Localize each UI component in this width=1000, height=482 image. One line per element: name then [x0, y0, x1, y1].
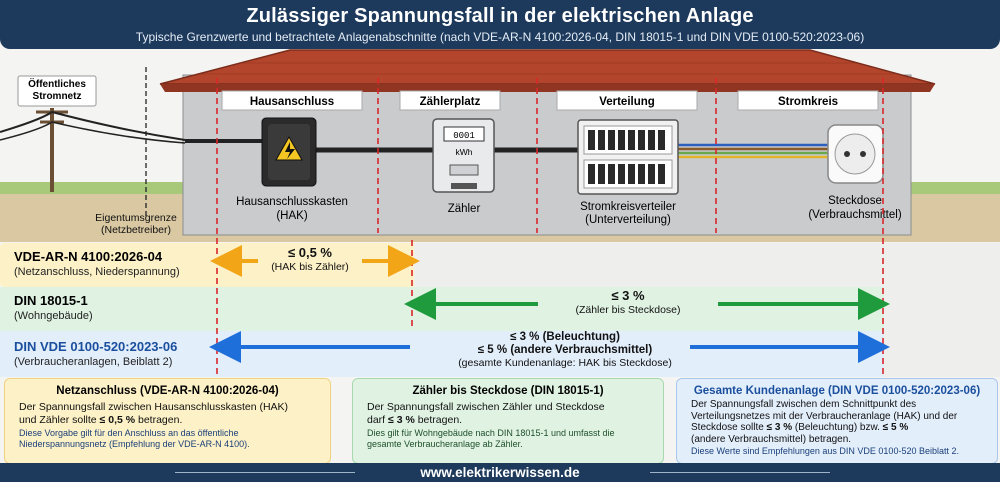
limit-kundenanlage-line1: ≤ 3 % (Beleuchtung): [510, 331, 620, 343]
footer: www.elektrikerwissen.de: [0, 463, 1000, 482]
band-vde-ar-n: VDE-AR-N 4100:2026-04 (Netzanschluss, Ni…: [0, 243, 1000, 287]
component-hak-sub: (HAK): [276, 210, 307, 222]
footer-url[interactable]: www.elektrikerwissen.de: [420, 465, 580, 480]
band-din-18015-sub: (Wohngebäude): [14, 310, 93, 322]
band-din-18015: DIN 18015-1 (Wohngebäude): [0, 287, 1000, 331]
grid-cable: [0, 110, 186, 141]
info-box-zaehler-steckdose-note: Dies gilt für Wohngebäude nach DIN 18015…: [367, 428, 615, 449]
meter-icon: [432, 118, 495, 193]
info-box-netzanschluss: Netzanschluss (VDE-AR-N 4100:2026-04) De…: [4, 378, 331, 464]
house-scene: Öffentliches Stromnetz Eigentumsgrenze (…: [0, 49, 1000, 242]
distribution-panel-icon: [577, 119, 679, 195]
hak-box-icon: [261, 117, 317, 187]
info-box-netzanschluss-heading: Netzanschluss (VDE-AR-N 4100:2026-04): [56, 385, 279, 397]
grass-right: [910, 182, 1000, 194]
band-vde-ar-n-sub: (Netzanschluss, Niederspannung): [14, 266, 180, 278]
band-din-vde: DIN VDE 0100-520:2023-06 (Verbraucheranl…: [0, 331, 1000, 377]
band-din-vde-empty: [884, 331, 1000, 377]
limit-kundenanlage-range: (gesamte Kundenanlage: HAK bis Steckdose…: [458, 357, 672, 369]
grid-label: Öffentliches Stromnetz: [28, 79, 86, 102]
band-vde-ar-n-empty: [414, 243, 1000, 287]
band-din-vde-title: DIN VDE 0100-520:2023-06: [14, 339, 178, 354]
info-box-zaehler-steckdose-heading: Zähler bis Steckdose (DIN 18015-1): [412, 385, 604, 397]
component-panel-name: Stromkreisverteiler: [580, 201, 676, 213]
component-panel-sub: (Unterverteilung): [585, 214, 671, 226]
grass-left: [0, 182, 185, 194]
limit-zaehler-steckdose-value: ≤ 3 %: [611, 288, 645, 303]
circuit-cable: [678, 143, 828, 159]
footer-line-left: [175, 472, 355, 473]
section-verteilung: Verteilung: [599, 96, 655, 108]
band-din-18015-title: DIN 18015-1: [14, 293, 88, 308]
limit-kundenanlage: ≤ 3 % (Beleuchtung) ≤ 5 % (andere Verbra…: [430, 331, 700, 370]
section-hausanschluss: Hausanschluss: [250, 96, 334, 108]
component-socket-sub: (Verbrauchsmittel): [808, 209, 901, 221]
page-subtitle: Typische Grenzwerte und betrachtete Anla…: [135, 30, 865, 44]
property-boundary-label: Eigentumsgrenze: [95, 212, 177, 224]
info-box-kundenanlage-heading: Gesamte Kundenanlage (DIN VDE 0100-520:2…: [693, 385, 981, 397]
socket-icon: [827, 124, 884, 184]
limit-hak-zaehler-range: (HAK bis Zähler): [271, 261, 349, 273]
title-bar: Zulässiger Spannungsfall in der elektris…: [0, 0, 1000, 49]
band-din-vde-sub: (Verbraucheranlagen, Beiblatt 2): [14, 356, 173, 368]
meter-unit: kWh: [456, 147, 473, 157]
section-stromkreis: Stromkreis: [778, 96, 838, 108]
component-meter-name: Zähler: [448, 203, 481, 215]
limit-hak-zaehler: ≤ 0,5 % (HAK bis Zähler): [210, 246, 410, 274]
limit-hak-zaehler-value: ≤ 0,5 %: [288, 245, 332, 260]
info-box-netzanschluss-note: Diese Vorgabe gilt für den Anschluss an …: [19, 428, 250, 449]
limit-zaehler-steckdose: ≤ 3 % (Zähler bis Steckdose): [528, 289, 728, 317]
band-vde-ar-n-title: VDE-AR-N 4100:2026-04: [14, 249, 163, 264]
section-zaehlerplatz: Zählerplatz: [420, 96, 481, 108]
limit-zaehler-steckdose-range: (Zähler bis Steckdose): [575, 304, 681, 316]
property-boundary-sub: (Netzbetreiber): [101, 224, 171, 236]
section-labels: Hausanschluss Zählerplatz Verteilung Str…: [221, 90, 879, 111]
limit-kundenanlage-line2: ≤ 5 % (andere Verbrauchsmittel): [477, 344, 653, 356]
info-box-kundenanlage: Gesamte Kundenanlage (DIN VDE 0100-520:2…: [676, 378, 998, 464]
info-box-netzanschluss-text: Der Spannungsfall zwischen Hausanschluss…: [19, 401, 289, 426]
page-title: Zulässiger Spannungsfall in der elektris…: [246, 5, 754, 27]
footer-line-right: [650, 472, 830, 473]
info-box-zaehler-steckdose-text: Der Spannungsfall zwischen Zähler und St…: [367, 401, 605, 426]
band-din-18015-empty: [884, 287, 1000, 331]
info-box-zaehler-steckdose: Zähler bis Steckdose (DIN 18015-1) Der S…: [352, 378, 664, 464]
grid-label-box: [17, 75, 97, 107]
info-box-kundenanlage-text: Der Spannungsfall zwischen dem Schnittpu…: [691, 399, 958, 445]
component-socket-name: Steckdose: [828, 195, 882, 207]
info-box-kundenanlage-note: Diese Werte sind Empfehlungen aus DIN VD…: [691, 446, 959, 456]
roof-edge: [160, 84, 935, 92]
component-hak-name: Hausanschlusskasten: [236, 196, 348, 208]
meter-digits: 0001: [453, 131, 475, 141]
